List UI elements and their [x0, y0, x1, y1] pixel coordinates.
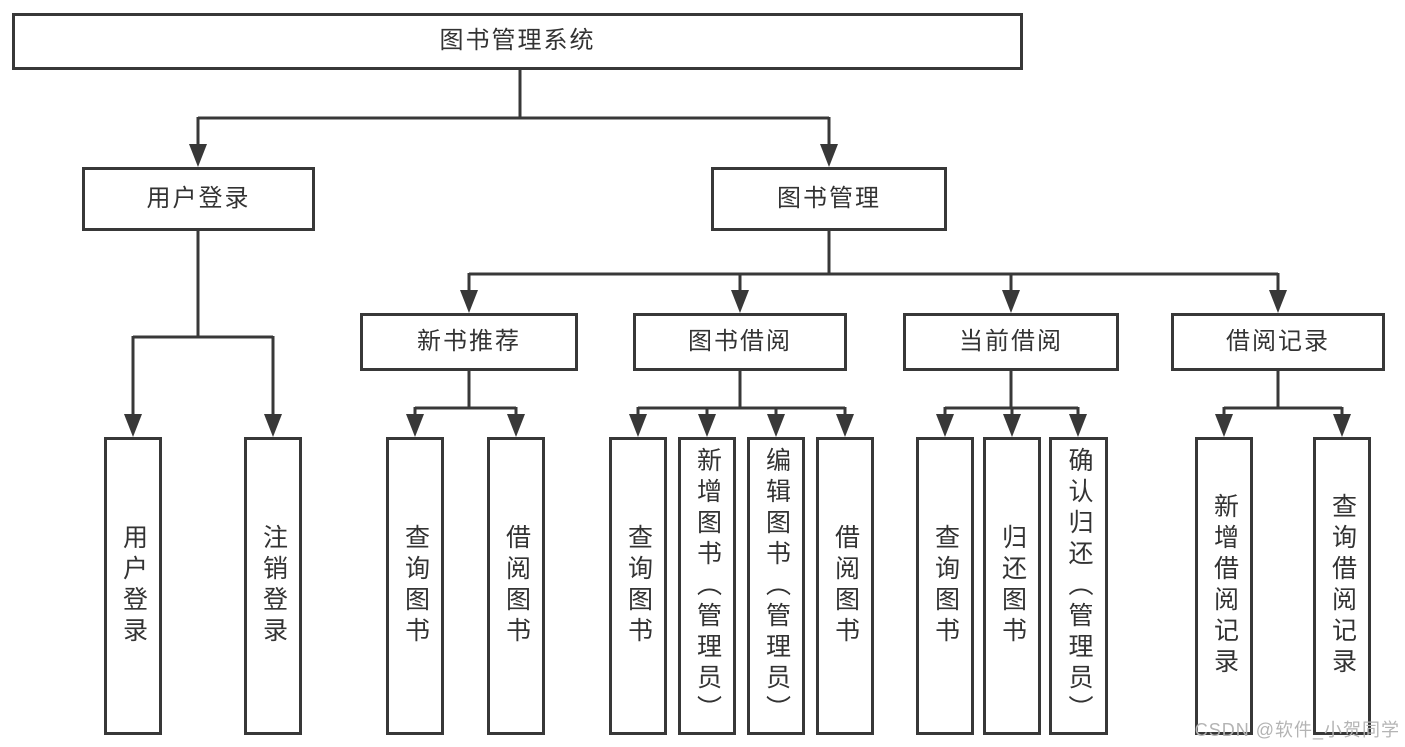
connector-line	[413, 371, 518, 418]
connector-line	[467, 231, 1280, 296]
arrow-down-icon	[1002, 290, 1020, 313]
node-book-management: 图书管理	[711, 167, 947, 231]
arrow-down-icon	[1215, 414, 1233, 437]
arrow-down-icon	[1069, 414, 1087, 437]
arrow-down-icon	[936, 414, 954, 437]
connector-line	[1222, 371, 1344, 418]
arrow-down-icon	[836, 414, 854, 437]
node-borrowing-records: 借阅记录	[1171, 313, 1385, 371]
watermark: CSDN @软件_小贺同学	[1194, 720, 1400, 740]
arrow-down-icon	[124, 414, 142, 437]
node-book-borrowing: 图书借阅	[633, 313, 847, 371]
arrow-down-icon	[1333, 414, 1351, 437]
arrow-down-icon	[189, 144, 207, 167]
arrow-down-icon	[1269, 290, 1287, 313]
arrow-down-icon	[820, 144, 838, 167]
leaf-borrowing-borrow-books: 借阅图书	[816, 437, 874, 735]
arrow-down-icon	[731, 290, 749, 313]
leaf-recommend-query-books: 查询图书	[386, 437, 444, 735]
arrow-down-icon	[629, 414, 647, 437]
node-current-borrowing: 当前借阅	[903, 313, 1119, 371]
node-library-management-system: 图书管理系统	[12, 13, 1023, 70]
arrow-down-icon	[507, 414, 525, 437]
leaf-logout: 注销登录	[244, 437, 302, 735]
node-new-book-recommendation: 新书推荐	[360, 313, 578, 371]
arrow-down-icon	[698, 414, 716, 437]
arrow-down-icon	[264, 414, 282, 437]
leaf-borrowing-edit-books-admin: 编辑图书（管理员）	[747, 437, 805, 735]
connector-line	[131, 231, 275, 418]
connector-line	[943, 371, 1080, 418]
leaf-recommend-borrow-books: 借阅图书	[487, 437, 545, 735]
arrow-down-icon	[1003, 414, 1021, 437]
leaf-current-confirm-return-admin: 确认归还（管理员）	[1049, 437, 1108, 735]
leaf-current-return-books: 归还图书	[983, 437, 1041, 735]
leaf-records-add-record: 新增借阅记录	[1195, 437, 1253, 735]
leaf-user-login: 用户登录	[104, 437, 162, 735]
connector-line	[636, 371, 847, 418]
arrow-down-icon	[460, 290, 478, 313]
leaf-borrowing-query-books: 查询图书	[609, 437, 667, 735]
leaf-borrowing-add-books-admin: 新增图书（管理员）	[678, 437, 736, 735]
arrow-down-icon	[406, 414, 424, 437]
connector-line	[196, 70, 831, 150]
node-user-login: 用户登录	[82, 167, 315, 231]
leaf-current-query-books: 查询图书	[916, 437, 974, 735]
arrow-down-icon	[767, 414, 785, 437]
leaf-records-query-record: 查询借阅记录	[1313, 437, 1371, 735]
